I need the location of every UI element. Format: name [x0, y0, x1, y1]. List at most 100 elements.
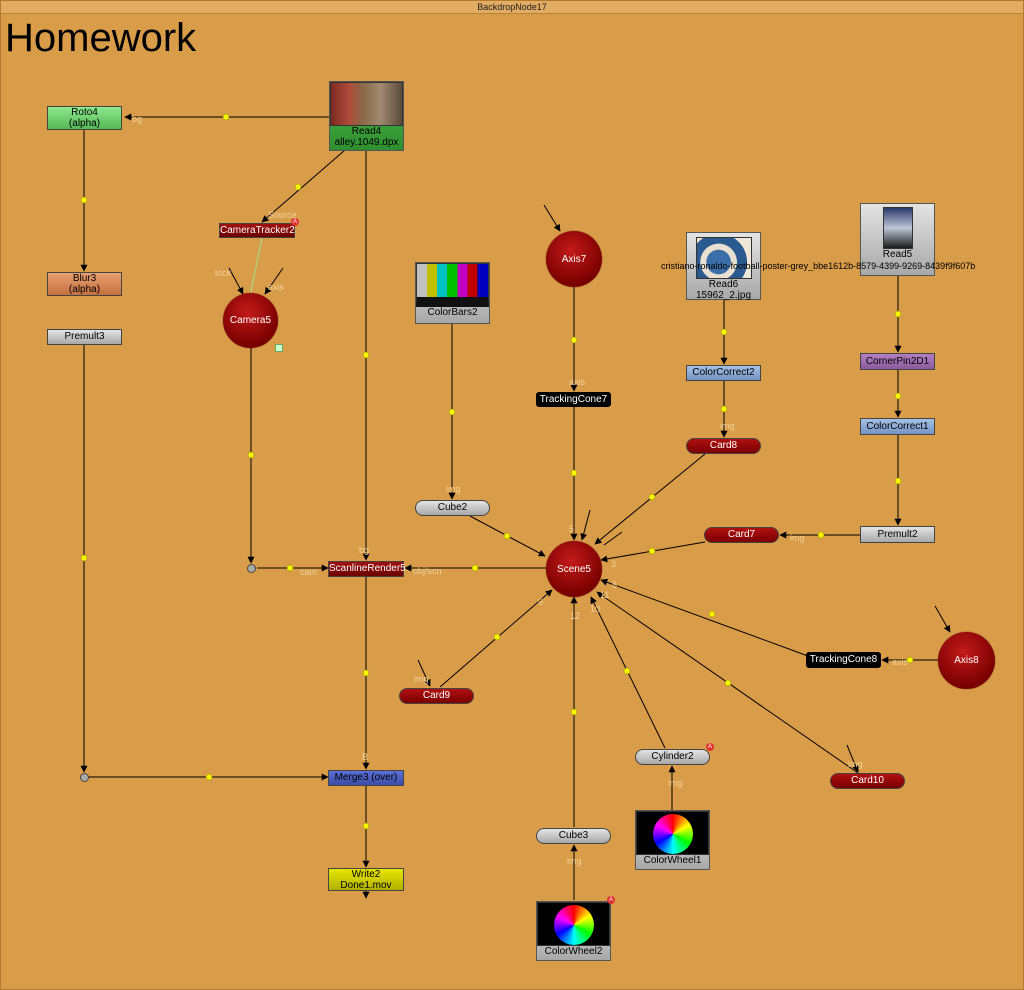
node-roto4[interactable]: Roto4 (alpha): [47, 106, 122, 130]
node-scanlinerender5[interactable]: ScanlineRender5: [328, 561, 406, 577]
node-cube2-name: Cube2: [437, 502, 468, 513]
wire-dot: [570, 708, 578, 716]
node-read6[interactable]: Read6 15962_2.jpg: [686, 232, 761, 301]
node-premult2[interactable]: Premult2: [860, 526, 935, 543]
node-roto4-sub: (alpha): [68, 118, 101, 129]
node-premult2-name: Premult2: [877, 529, 918, 540]
wire-dot: [720, 405, 728, 413]
colorwheel1-thumbnail: [636, 811, 709, 855]
input-label-b: B: [362, 752, 369, 762]
node-card7-name: Card7: [727, 529, 756, 540]
node-trackingcone8[interactable]: TrackingCone8: [806, 652, 881, 668]
dot-node[interactable]: [247, 564, 256, 573]
node-axis7-name: Axis7: [561, 253, 587, 265]
node-write2-name: Write2: [351, 869, 381, 880]
wire-dot: [80, 196, 88, 204]
node-cube3-name: Cube3: [558, 830, 589, 841]
node-colorcorrect2-name: ColorCorrect2: [692, 367, 755, 378]
wire-dot: [80, 554, 88, 562]
node-scene5[interactable]: Scene5: [546, 541, 602, 597]
node-colorwheel2[interactable]: ColorWheel2: [536, 901, 611, 961]
read5-thumbnail: [882, 207, 913, 249]
input-label-3: 3: [611, 559, 617, 569]
node-camera5-name: Camera5: [229, 315, 272, 326]
input-label-bg: bg: [359, 545, 370, 555]
input-label-source: Source: [268, 210, 297, 220]
wire-cameratracker-link: [249, 237, 263, 297]
node-colorbars2-name: ColorBars2: [427, 307, 478, 318]
node-colorcorrect1[interactable]: ColorCorrect1: [860, 418, 935, 435]
wire-dot: [362, 351, 370, 359]
node-card10-name: Card10: [851, 775, 884, 786]
wire-dot: [894, 392, 902, 400]
input-label-axis: axis: [569, 377, 586, 387]
node-card9-name: Card9: [422, 690, 451, 701]
node-merge3[interactable]: Merge3 (over): [328, 770, 404, 786]
input-label-img: img: [414, 674, 429, 684]
node-premult3[interactable]: Premult3: [47, 329, 122, 345]
node-read4[interactable]: Read4 alley.1049.dpx: [329, 81, 404, 151]
node-colorcorrect2[interactable]: ColorCorrect2: [686, 365, 761, 381]
dot-node[interactable]: [80, 773, 89, 782]
input-label-cam: cam: [300, 567, 318, 577]
wire-dot: [286, 564, 294, 572]
wire-dot: [362, 669, 370, 677]
node-axis8[interactable]: Axis8: [938, 632, 995, 689]
wire-dot: [708, 610, 716, 618]
wire-dot: [648, 493, 656, 501]
input-label-img: img: [567, 856, 582, 866]
node-blur3[interactable]: Blur3 (alpha): [47, 272, 122, 296]
node-cylinder2[interactable]: Cylinder2: [635, 749, 710, 765]
node-card8[interactable]: Card8: [686, 438, 761, 454]
node-camera5[interactable]: Camera5: [223, 293, 278, 348]
input-label-10: 10: [590, 604, 601, 614]
node-card10[interactable]: Card10: [830, 773, 905, 789]
wire-dot: [294, 183, 302, 191]
node-read4-name: Read4: [351, 126, 382, 137]
node-blur3-sub: (alpha): [68, 284, 101, 295]
wire-dot: [724, 679, 732, 687]
wire-in-axis8[interactable]: [934, 605, 951, 633]
node-scanlinerender5-name: ScanlineRender5: [329, 563, 406, 574]
wire-in-axis7[interactable]: [543, 204, 561, 232]
node-premult3-name: Premult3: [64, 331, 105, 342]
wire-in-scene5-a[interactable]: [580, 509, 591, 541]
read6-thumbnail: [695, 237, 752, 279]
colorwheel-icon: [653, 814, 693, 854]
wire-dot: [894, 477, 902, 485]
node-colorcorrect1-name: ColorCorrect1: [866, 421, 929, 432]
node-cube3[interactable]: Cube3: [536, 828, 611, 844]
node-card9[interactable]: Card9: [399, 688, 474, 704]
node-cornerpin2d1[interactable]: CornerPin2D1: [860, 353, 935, 370]
wire-axis-camera5[interactable]: [264, 267, 284, 295]
wire-dot: [894, 310, 902, 318]
node-cameratracker2[interactable]: CameraTracker2: [219, 223, 295, 238]
node-colorwheel1[interactable]: ColorWheel1: [635, 810, 710, 870]
wire-read4-cameratracker2[interactable]: [261, 149, 346, 223]
colorwheel-icon: [554, 905, 594, 945]
node-card7[interactable]: Card7: [704, 527, 779, 543]
wire-dot: [648, 547, 656, 555]
node-write2[interactable]: Write2 Done1.mov: [328, 868, 404, 891]
node-cube2[interactable]: Cube2: [415, 500, 490, 516]
input-label-axis: axis: [892, 657, 909, 667]
node-trackingcone7[interactable]: TrackingCone7: [536, 392, 611, 407]
wire-in-scene5-b[interactable]: [603, 531, 623, 546]
node-cameratracker2-name: CameraTracker2: [220, 225, 295, 236]
node-axis7[interactable]: Axis7: [546, 231, 602, 287]
wire-lock-camera5[interactable]: [228, 267, 244, 295]
input-label-obj-scn: obj/scn: [413, 566, 442, 576]
input-label-img: img: [720, 421, 735, 431]
node-blur3-name: Blur3: [72, 273, 97, 284]
node-colorbars2[interactable]: ColorBars2: [415, 262, 490, 324]
node-cornerpin2d1-name: CornerPin2D1: [865, 356, 930, 367]
node-read5[interactable]: Read5: [860, 203, 935, 276]
wire-in-card9[interactable]: [417, 659, 431, 687]
input-label-5: 5: [569, 524, 575, 534]
wire-dot: [362, 822, 370, 830]
wire-in-card10[interactable]: [846, 744, 859, 773]
wire-trackingcone8-scene5[interactable]: [600, 578, 809, 657]
node-roto4-name: Roto4: [71, 107, 98, 118]
